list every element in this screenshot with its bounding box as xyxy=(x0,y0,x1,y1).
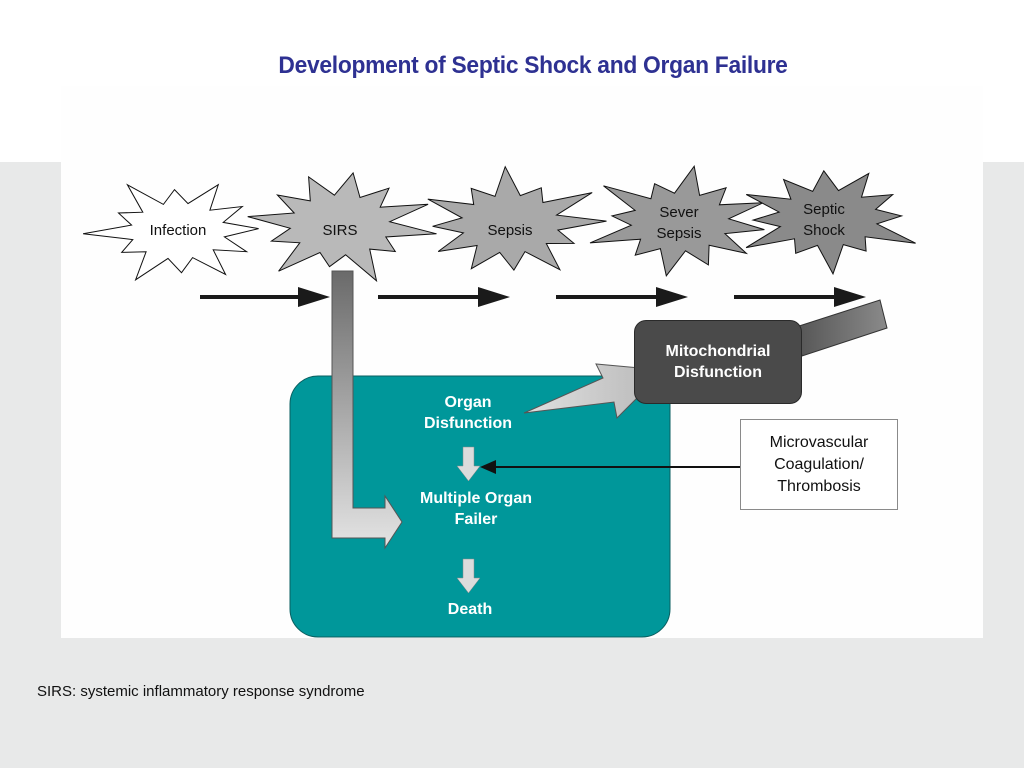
multiple-organ-failure-label: Multiple Organ Failer xyxy=(391,488,561,530)
step-text: Multiple Organ xyxy=(420,490,532,507)
starburst-septic-shock xyxy=(745,169,916,276)
micro-line: Microvascular xyxy=(769,433,869,451)
starburst-severe-sepsis xyxy=(589,164,765,277)
stage-label-sirs: SIRS xyxy=(290,220,390,241)
starburst-sirs xyxy=(247,171,437,283)
mito-line: Disfunction xyxy=(673,364,762,381)
mito-text: Mitochondrial Disfunction xyxy=(666,341,771,383)
progression-arrow xyxy=(734,287,866,307)
organ-disfunction-label: Organ Disfunction xyxy=(393,392,543,434)
stage-text: Sepsis xyxy=(656,225,702,242)
stage-text: Sever xyxy=(659,204,699,221)
down-arrow-icon xyxy=(456,446,481,482)
stage-text: Infection xyxy=(149,222,207,239)
starburst-infection xyxy=(83,183,259,282)
step-text: Disfunction xyxy=(424,415,512,432)
step-text: Failer xyxy=(454,511,498,528)
down-arrow-icon xyxy=(456,558,481,594)
footnote: SIRS: systemic inflammatory response syn… xyxy=(37,683,365,700)
stage-label-septic-shock: Septic Shock xyxy=(774,199,874,241)
stage-text: SIRS xyxy=(322,222,358,239)
stage-label-severe-sepsis: Sever Sepsis xyxy=(629,202,729,244)
mitochondrial-disfunction-box: Mitochondrial Disfunction xyxy=(634,320,802,404)
step-text: Death xyxy=(447,601,493,618)
mito-line: Mitochondrial xyxy=(665,343,771,360)
progression-arrow xyxy=(378,287,510,307)
septic-shock-connector xyxy=(795,299,888,357)
micro-line: Thrombosis xyxy=(777,477,861,495)
stage-text: Shock xyxy=(803,222,845,239)
arrowhead-icon xyxy=(480,460,496,474)
death-label: Death xyxy=(420,599,520,620)
slide-title: Development of Septic Shock and Organ Fa… xyxy=(278,52,788,79)
starburst-sepsis xyxy=(427,165,607,271)
stage-text: Septic xyxy=(803,201,845,218)
progression-arrow xyxy=(200,287,330,307)
micro-line: Coagulation/ xyxy=(774,455,864,473)
stage-label-infection: Infection xyxy=(128,220,228,241)
stage-label-sepsis: Sepsis xyxy=(460,220,560,241)
sirs-to-organ-failure-arrow xyxy=(331,270,403,550)
step-text: Organ xyxy=(444,394,492,411)
microvascular-box: Microvascular Coagulation/ Thrombosis xyxy=(740,419,898,510)
organ-failure-box xyxy=(289,375,671,638)
micro-text: Microvascular Coagulation/ Thrombosis xyxy=(770,432,869,498)
stage-text: Sepsis xyxy=(487,222,533,239)
progression-arrow xyxy=(556,287,688,307)
